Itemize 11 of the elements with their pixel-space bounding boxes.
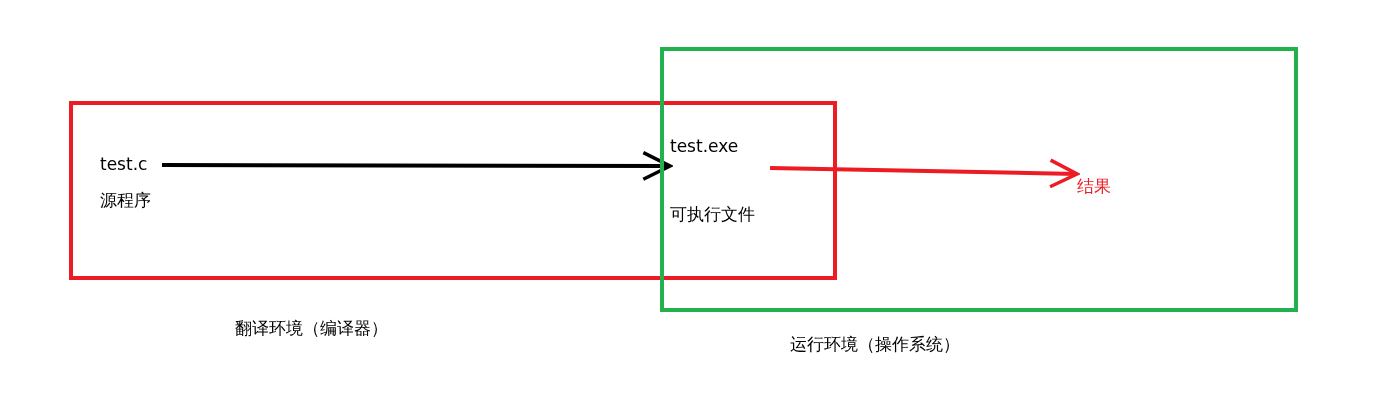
region-caption: 翻译环境（编译器） <box>235 318 388 338</box>
node-caption: 可执行文件 <box>670 204 755 224</box>
frame-box <box>69 101 837 280</box>
node-caption: 源程序 <box>100 190 151 210</box>
arrow <box>769 158 1079 189</box>
region-caption: 运行环境（操作系统） <box>790 334 960 354</box>
frame-box <box>660 47 1298 312</box>
node-label: 结果 <box>1077 176 1111 196</box>
node-label: test.exe <box>670 136 739 156</box>
node-label: test.c <box>100 154 148 174</box>
arrow <box>162 150 672 181</box>
